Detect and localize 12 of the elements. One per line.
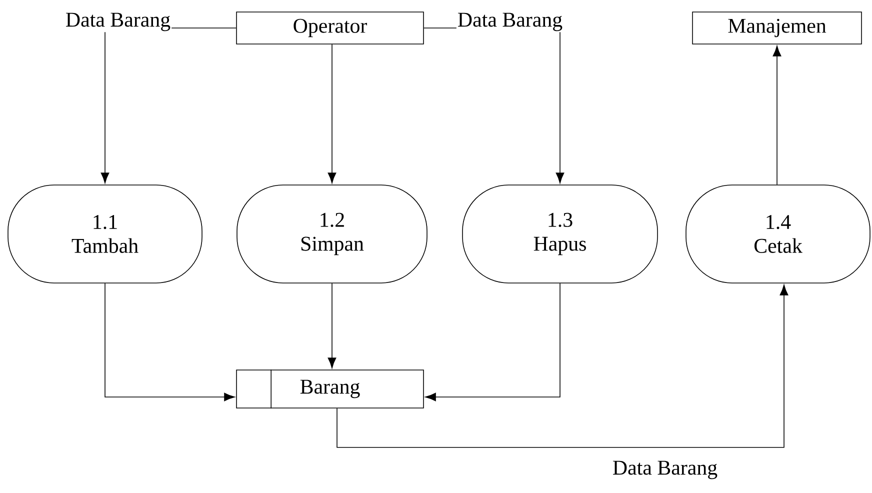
arrow xyxy=(425,282,560,402)
entity-box: Operator xyxy=(236,12,424,44)
entity-box: Manajemen xyxy=(692,12,862,44)
edge-label: Data Barang xyxy=(456,12,564,32)
arrow xyxy=(328,44,336,184)
edge-label: Data Barang xyxy=(611,460,719,480)
edge-label: Data Barang xyxy=(64,12,172,32)
arrow xyxy=(104,282,235,402)
data-store: Barang xyxy=(236,369,424,409)
arrow xyxy=(328,282,336,368)
arrow xyxy=(772,46,782,185)
arrow xyxy=(336,284,788,448)
